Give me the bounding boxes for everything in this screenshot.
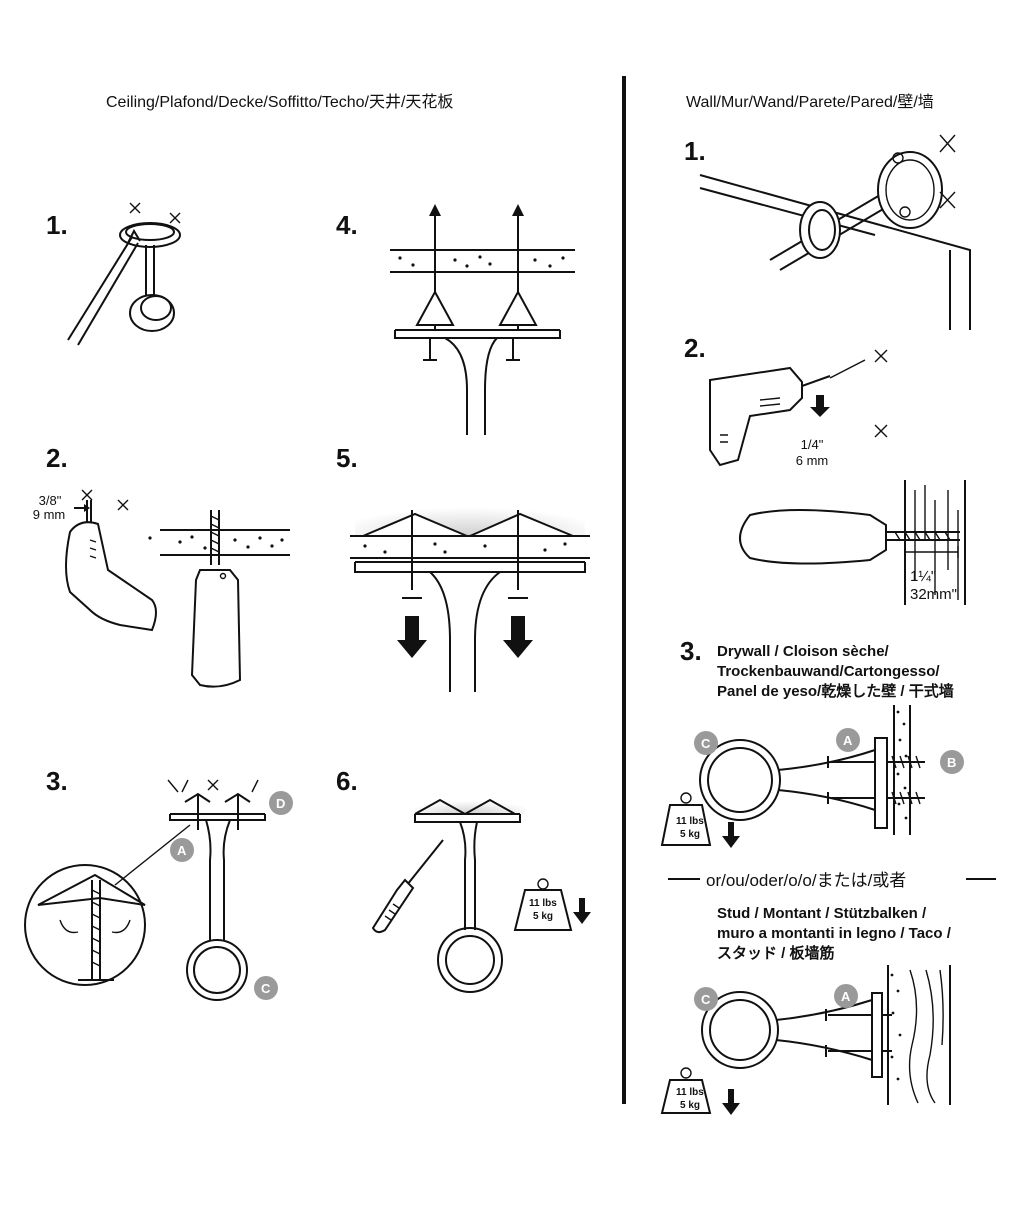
ceiling-step-1-number: 1.: [46, 210, 68, 240]
svg-text:C: C: [701, 736, 711, 751]
wall-step-2-number: 2.: [684, 333, 706, 363]
drywall-caption-line-2: Trockenbauwand/Cartongesso/: [717, 663, 940, 680]
stud-badge-c: C: [694, 987, 718, 1011]
drywall-weight-kg: 5 kg: [680, 829, 700, 840]
stud-badge-a: A: [834, 984, 858, 1008]
stud-badges: 11 lbs 5 kg C A: [676, 984, 858, 1111]
wall-step-1-illustration: [699, 134, 971, 330]
badge-a: A: [170, 838, 194, 862]
svg-text:A: A: [843, 733, 853, 748]
stud-weight-kg: 5 kg: [680, 1100, 700, 1111]
wall-drill-size-mm: 6 mm: [795, 453, 829, 468]
section-divider: [622, 76, 626, 1104]
drywall-badges: 11 lbs 5 kg C A B: [676, 728, 964, 840]
drywall-illustration: [660, 705, 925, 848]
or-rule-right: [966, 878, 996, 880]
stud-caption-line-3: スタッド / 板墙筋: [717, 945, 835, 962]
wall-drill-size-in: 1/4": [800, 437, 824, 452]
ceiling-step-2-illustration: [65, 489, 290, 688]
stud-weight-lbs: 11 lbs: [676, 1087, 704, 1098]
ceiling-step-4-number: 4.: [336, 210, 358, 240]
ceiling-step-4-illustration: [390, 204, 575, 435]
ceiling-drill-size-in: 3/8": [38, 493, 62, 508]
drywall-caption-line-3: Panel de yeso/乾燥した壁 / 干式墙: [717, 683, 954, 700]
svg-text:B: B: [947, 755, 956, 770]
ceiling-step-3-illustration: [24, 779, 266, 1001]
wall-header: Wall/Mur/Wand/Parete/Pared/壁/墙: [686, 94, 934, 111]
stud-illustration: [660, 965, 951, 1115]
drywall-caption-line-1: Drywall / Cloison sèche/: [717, 643, 889, 660]
ceiling-header: Ceiling/Plafond/Decke/Soffitto/Techo/天井/…: [106, 94, 454, 111]
badge-c: C: [254, 976, 278, 1000]
step6-weight-kg: 5 kg: [533, 911, 553, 922]
drywall-badge-c: C: [694, 731, 718, 755]
ceiling-step-3-number: 3.: [46, 766, 68, 796]
svg-text:D: D: [276, 796, 285, 811]
ceiling-step-6-illustration: 11 lbs 5 kg: [371, 792, 591, 993]
or-text: or/ou/oder/o/o/または/或者: [706, 871, 907, 890]
svg-text:C: C: [261, 981, 271, 996]
ceiling-drill-size-mm: 9 mm: [32, 507, 66, 522]
ceiling-step-1-illustration: [67, 202, 181, 346]
drywall-badge-a: A: [836, 728, 860, 752]
ceiling-step-5-number: 5.: [336, 443, 358, 473]
drywall-badge-b: B: [940, 750, 964, 774]
wall-step-3-number: 3.: [680, 636, 702, 666]
ceiling-step-2-number: 2.: [46, 443, 68, 473]
wall-step-1-number: 1.: [684, 136, 706, 166]
svg-text:A: A: [841, 989, 851, 1004]
badge-d: D: [269, 791, 293, 815]
svg-text:A: A: [177, 843, 187, 858]
step6-weight-lbs: 11 lbs: [529, 898, 557, 909]
ceiling-step-3-badges: D A C: [170, 791, 293, 1000]
or-rule-left: [668, 878, 700, 880]
drywall-weight-lbs: 11 lbs: [676, 816, 704, 827]
stud-caption-line-1: Stud / Montant / Stützbalken /: [717, 905, 927, 922]
stud-caption-line-2: muro a montanti in legno / Taco /: [717, 925, 951, 942]
wall-depth-in: 1¼": [910, 568, 937, 585]
ceiling-step-5-illustration: [350, 488, 590, 692]
ceiling-step-6-number: 6.: [336, 766, 358, 796]
wall-step-2-illustration: [709, 349, 966, 605]
wall-depth-mm: 32mm": [910, 586, 957, 603]
svg-text:C: C: [701, 992, 711, 1007]
